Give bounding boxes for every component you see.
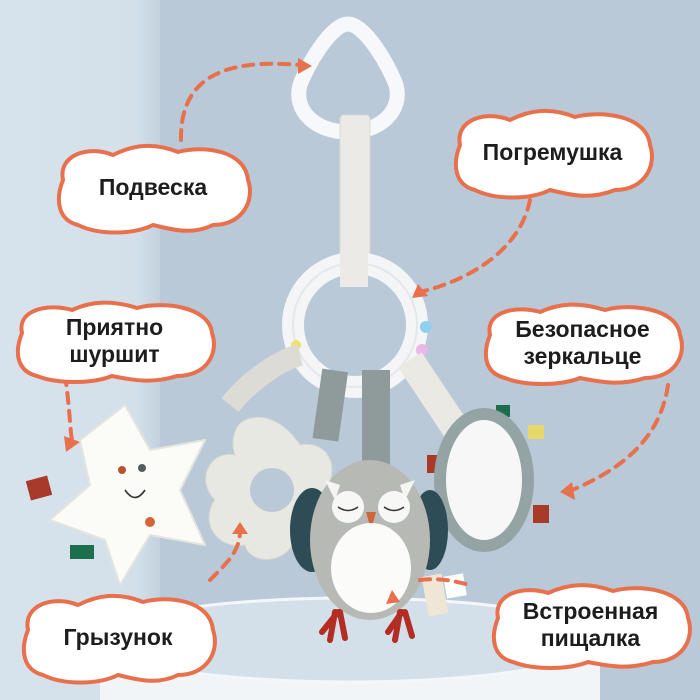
callout-label: Грызунок — [63, 624, 173, 650]
callout-rattle: Погремушка — [450, 105, 655, 200]
callout-hanger: Подвеска — [53, 140, 253, 235]
callout-label: Погремушка — [482, 139, 623, 165]
cloud-shape — [491, 583, 692, 670]
callout-label: Подвеска — [98, 174, 208, 200]
callout-label-line2: пищалка — [540, 625, 641, 651]
cloud-shape — [56, 143, 252, 235]
callout-label-line2: зеркальце — [523, 342, 642, 369]
cloud-shape — [15, 300, 216, 384]
cloud-shape — [21, 593, 217, 685]
rattle-ring — [282, 252, 432, 398]
callout-label-line1: Приятно — [65, 313, 164, 340]
cloud-shape — [483, 302, 684, 386]
mirror — [427, 405, 549, 552]
cloud-shape — [453, 108, 654, 200]
star-toy — [25, 404, 206, 586]
callout-label-line1: Встроенная — [522, 598, 659, 624]
callout-label-line1: Безопасное — [515, 315, 650, 342]
callout-teether: Грызунок — [18, 590, 218, 685]
arrowheads — [64, 58, 575, 604]
owl-toy — [290, 460, 467, 643]
callout-arrows — [63, 61, 670, 587]
elastic-strap — [221, 344, 304, 413]
callout-label-line2: шуршит — [69, 340, 160, 367]
strap — [339, 114, 371, 266]
